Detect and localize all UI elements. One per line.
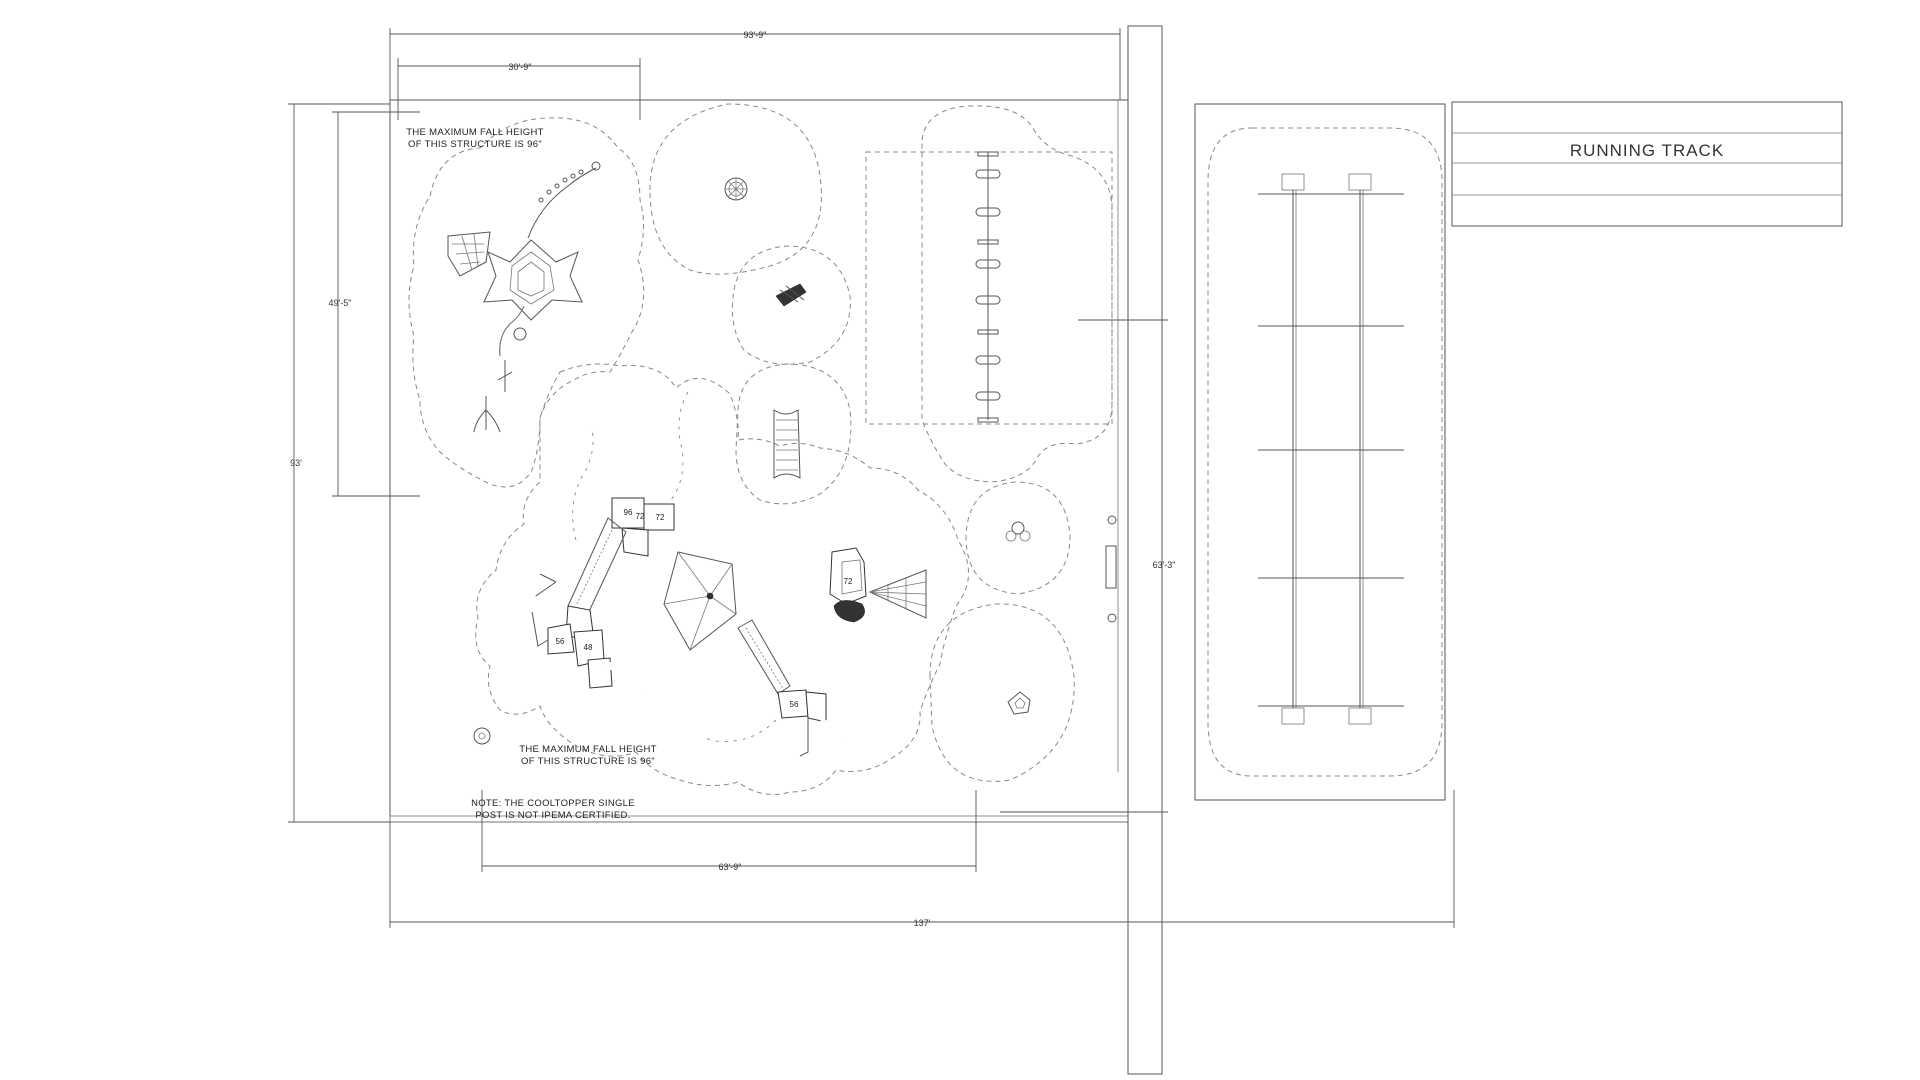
dim-top-width: 93'-9" bbox=[744, 30, 767, 40]
dim-right-height: 63'-3" bbox=[1153, 560, 1176, 570]
dim-upper-left-width: 30'-9" bbox=[509, 62, 532, 72]
spinner-wheel-equipment bbox=[724, 177, 748, 201]
boulder-climber bbox=[775, 283, 807, 307]
safety-zones bbox=[408, 103, 1113, 795]
dimension-lines bbox=[288, 28, 1455, 928]
deck-height-72-a: 72 bbox=[636, 512, 645, 521]
dim-bottom-width: 63'-9" bbox=[719, 862, 742, 872]
walkway-strip bbox=[1127, 25, 1163, 1075]
track-area-safety-zone bbox=[1207, 127, 1443, 777]
net-climber-structure bbox=[447, 161, 601, 433]
tri-spinner-equipment bbox=[1005, 521, 1031, 542]
cooltopper-note-line1: NOTE: THE COOLTOPPER SINGLE bbox=[471, 798, 635, 809]
deck-height-96: 96 bbox=[624, 508, 633, 517]
deck-height-48: 48 bbox=[584, 643, 593, 652]
deck-height-72-c: 72 bbox=[844, 577, 853, 586]
track-area-boundary bbox=[1194, 103, 1446, 801]
running-track-box bbox=[1451, 101, 1843, 227]
balance-beam-equipment bbox=[773, 409, 801, 479]
main-play-structure bbox=[473, 389, 927, 757]
deck-height-56-b: 56 bbox=[790, 700, 799, 709]
star-spinner-equipment bbox=[1007, 691, 1031, 715]
deck-height-72-b: 72 bbox=[656, 513, 665, 522]
deck-height-56-a: 56 bbox=[556, 637, 565, 646]
fall-height-note-upper-line2: OF THIS STRUCTURE IS 96" bbox=[408, 139, 542, 150]
dim-overall-height: 93' bbox=[290, 458, 302, 468]
running-track-label: RUNNING TRACK bbox=[1570, 141, 1724, 160]
dim-overall-width: 137' bbox=[914, 918, 931, 928]
fall-height-note-lower-line2: OF THIS STRUCTURE IS 96" bbox=[521, 756, 655, 767]
fall-height-note-upper-line1: THE MAXIMUM FALL HEIGHT bbox=[406, 127, 543, 138]
benches bbox=[1105, 515, 1117, 623]
dim-left-height: 49'-5" bbox=[329, 298, 352, 308]
fall-height-note-lower-line1: THE MAXIMUM FALL HEIGHT bbox=[519, 744, 656, 755]
swing-set-equipment bbox=[865, 151, 1113, 425]
cooltopper-note-line2: POST IS NOT IPEMA CERTIFIED. bbox=[475, 810, 630, 821]
horizontal-ladder-equipment bbox=[1258, 173, 1404, 725]
